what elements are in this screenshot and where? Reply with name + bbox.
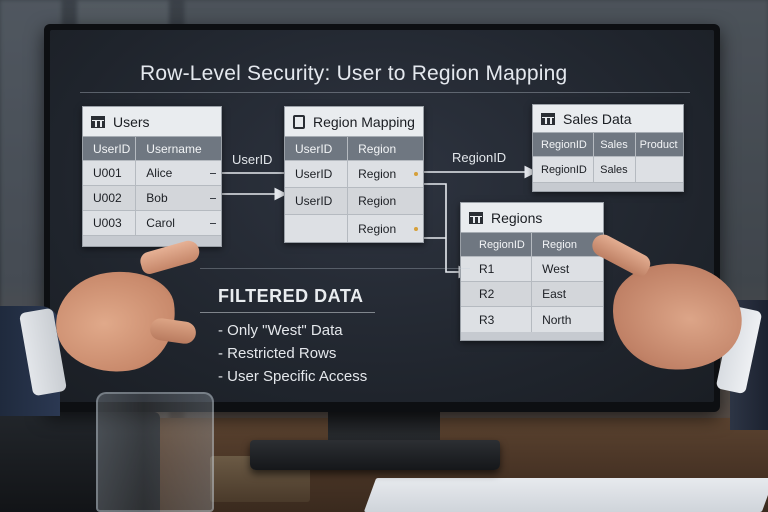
link-port-icon <box>210 172 216 174</box>
link-port-icon <box>414 226 418 231</box>
column-header: RegionID <box>533 133 595 156</box>
table-cell: U001 <box>83 161 137 185</box>
title-divider <box>80 92 690 93</box>
table-row[interactable]: RegionID Sales <box>533 157 683 183</box>
table-icon <box>91 115 105 128</box>
table-row[interactable]: R1 West <box>461 257 603 282</box>
filtered-data-divider <box>200 312 375 313</box>
table-icon <box>541 112 555 125</box>
sales-data-table[interactable]: Sales Data RegionID Sales Product Region… <box>532 104 684 192</box>
section-divider <box>200 268 470 269</box>
table-footer <box>533 183 683 191</box>
regions-column-headers: RegionID Region <box>461 233 603 257</box>
paper-documents <box>363 478 768 512</box>
drinking-glass <box>96 392 214 512</box>
userid-arrow-label: UserID <box>232 152 273 167</box>
list-item: User Specific Access <box>218 368 367 391</box>
regions-table[interactable]: Regions RegionID Region R1 West R2 East … <box>460 202 604 341</box>
column-header: Sales <box>594 133 636 156</box>
clipboard-icon <box>293 114 305 129</box>
column-header: Region <box>358 141 397 156</box>
table-icon <box>469 211 483 224</box>
table-cell: Region <box>358 194 397 208</box>
table-cell: U002 <box>83 186 137 210</box>
table-row[interactable]: U003 Carol <box>83 211 221 236</box>
table-cell: Region <box>358 221 397 236</box>
table-cell: Region <box>358 167 397 181</box>
users-table-title: Users <box>113 113 150 130</box>
table-row[interactable]: U002 Bob <box>83 186 221 211</box>
link-port-icon <box>210 197 216 199</box>
regionid-arrow-label: RegionID <box>452 150 507 165</box>
regions-title: Regions <box>491 209 543 226</box>
table-cell: North <box>542 312 572 327</box>
column-header: Region <box>542 238 577 251</box>
table-row[interactable]: R2 East <box>461 282 603 307</box>
table-cell: West <box>542 262 570 276</box>
column-header: UserID <box>285 137 349 160</box>
region-mapping-table[interactable]: Region Mapping UserID Region UserID Regi… <box>284 106 424 243</box>
column-header: UserID <box>83 137 137 160</box>
table-cell <box>285 215 349 242</box>
table-row[interactable]: U001 Alice <box>83 161 221 186</box>
filtered-data-title: FILTERED DATA <box>218 286 364 306</box>
table-cell: R2 <box>461 282 533 306</box>
filtered-data-list: Only "West" Data Restricted Rows User Sp… <box>218 322 367 391</box>
table-cell: Carol <box>146 216 175 230</box>
link-port-icon <box>210 222 216 224</box>
monitor: Row-Level Security: User to Region Mappi… <box>44 24 720 412</box>
column-header: RegionID <box>461 233 533 256</box>
region-mapping-header: Region Mapping <box>285 107 423 137</box>
table-row[interactable]: UserID Region <box>285 161 423 188</box>
laptop <box>0 412 160 512</box>
region-mapping-title: Region Mapping <box>313 113 415 130</box>
table-cell: UserID <box>285 161 349 187</box>
table-cell: U003 <box>83 211 137 235</box>
table-cell <box>636 157 683 182</box>
users-table-header: Users <box>83 107 221 137</box>
list-item: Only "West" Data <box>218 322 367 345</box>
table-cell: East <box>542 287 567 301</box>
sales-data-title: Sales Data <box>563 110 632 127</box>
table-row[interactable]: Region <box>285 215 423 242</box>
table-cell: R3 <box>461 307 533 332</box>
table-row[interactable]: UserID Region <box>285 188 423 215</box>
table-cell: RegionID <box>533 157 595 182</box>
sales-data-header: Sales Data <box>533 105 683 133</box>
sales-data-column-headers: RegionID Sales Product <box>533 133 683 157</box>
users-column-headers: UserID Username <box>83 137 221 161</box>
table-footer <box>83 236 221 246</box>
list-item: Restricted Rows <box>218 345 367 368</box>
table-cell: Bob <box>146 191 168 205</box>
table-cell: UserID <box>285 188 349 214</box>
table-cell: Alice <box>146 166 173 180</box>
table-row[interactable]: R3 North <box>461 307 603 332</box>
column-header: Product <box>639 138 678 151</box>
region-mapping-column-headers: UserID Region <box>285 137 423 161</box>
table-footer <box>461 332 603 340</box>
users-table[interactable]: Users UserID Username U001 Alice U002 Bo… <box>82 106 222 247</box>
monitor-stand-base <box>250 440 500 470</box>
table-cell: R1 <box>461 257 533 281</box>
regions-header: Regions <box>461 203 603 233</box>
table-cell: Sales <box>594 157 636 182</box>
monitor-screen: Row-Level Security: User to Region Mappi… <box>50 30 714 402</box>
column-header: Username <box>146 141 202 156</box>
page-title: Row-Level Security: User to Region Mappi… <box>140 62 568 85</box>
link-port-icon <box>414 172 418 176</box>
